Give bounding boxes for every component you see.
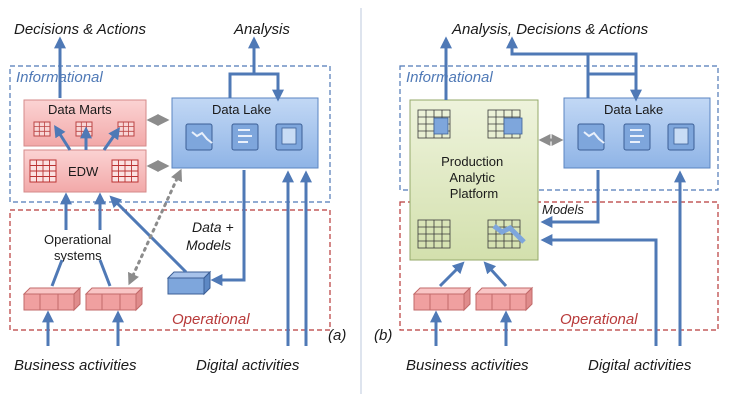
panel-b: Informational Operational Analysis, Deci…	[374, 21, 719, 374]
analysis-decisions-actions-label: Analysis, Decisions & Actions	[451, 21, 649, 38]
arrow-opsys-up	[98, 259, 112, 287]
arrow-edw-to-mart	[102, 127, 121, 151]
edw-grid-icon	[111, 159, 139, 183]
document-data-icon	[503, 117, 523, 135]
data-lake-label-b: Data Lake	[604, 102, 663, 117]
digital-activities-label-a: Digital activities	[196, 357, 300, 374]
data-mart-grid-icon	[33, 121, 51, 137]
panel-tag-a: (a)	[328, 327, 346, 344]
informational-label-b: Informational	[406, 69, 493, 86]
digital-activities-label-b: Digital activities	[588, 357, 692, 374]
operational-systems-label: Operational systems	[44, 232, 115, 263]
arrow-lake-to-model	[210, 170, 246, 286]
data-mart-grid-icon	[75, 121, 93, 137]
arrow-opsys-to-platform	[483, 261, 508, 288]
model-component-icon	[166, 270, 212, 296]
edw-grid-icon	[29, 159, 57, 183]
data-marts-label: Data Marts	[48, 102, 112, 117]
operational-system-box	[413, 287, 471, 311]
graph-data-icon	[577, 123, 605, 151]
operational-system-box	[85, 287, 143, 311]
arrow-lake-to-top	[506, 36, 590, 98]
panel-tag-b: (b)	[374, 327, 392, 344]
analysis-label: Analysis	[233, 21, 290, 38]
decisions-actions-label: Decisions & Actions	[14, 21, 146, 38]
business-activities-label-a: Business activities	[14, 357, 137, 374]
arrow-model-to-edw	[109, 195, 188, 274]
operational-system-box	[475, 287, 533, 311]
edw-label: EDW	[68, 164, 99, 179]
arrow-lake-loop-b	[588, 52, 638, 76]
informational-zone-b	[399, 65, 719, 191]
arrow-lake-loop	[228, 72, 284, 102]
data-lake-label-a: Data Lake	[212, 102, 271, 117]
arrow-digital-to-platform	[540, 234, 658, 346]
operational-label-a: Operational	[172, 311, 250, 328]
graph-data-icon	[185, 123, 213, 151]
platform-label: Production Analytic Platform	[441, 154, 507, 201]
business-activities-label-b: Business activities	[406, 357, 529, 374]
operational-zone-b	[399, 201, 719, 331]
arrow-opsys-up	[50, 259, 64, 287]
operational-label-b: Operational	[560, 311, 638, 328]
arrow-edw-to-mart	[54, 124, 72, 151]
graph-data-icon	[492, 224, 526, 244]
stacked-data-icon	[433, 117, 449, 135]
data-mart-grid-icon	[117, 121, 135, 137]
arrow-opsys-to-platform	[438, 261, 465, 288]
arrow-lake-models	[540, 170, 600, 228]
panel-a: Informational Operational Decisions & Ac…	[9, 21, 346, 374]
models-label: Models	[542, 202, 584, 217]
data-models-label: Data + Models	[186, 219, 238, 253]
operational-system-box	[23, 287, 81, 311]
dotted-link-lake-ops	[128, 168, 182, 286]
